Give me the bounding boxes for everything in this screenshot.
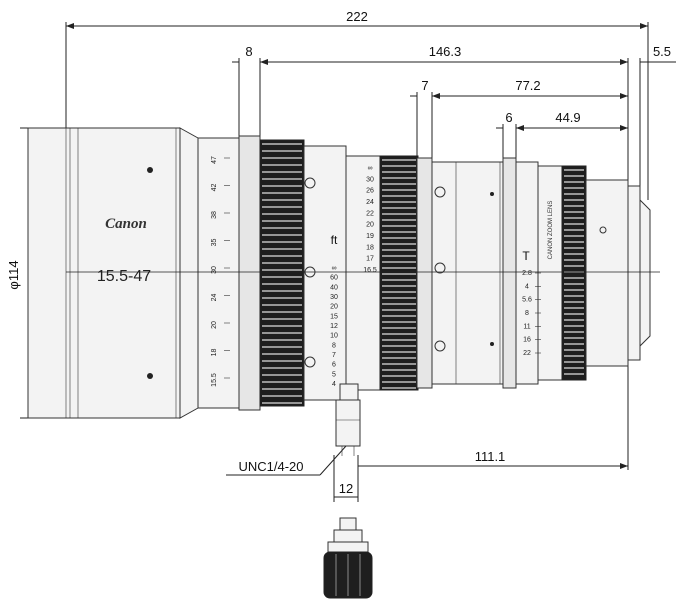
dim-ring-8: 8 [245,44,252,59]
scale-label: 30 [330,294,338,301]
scale-label: ∞ [332,265,337,272]
scale-label: 26 [366,188,374,195]
dim-diameter: φ114 [6,260,21,289]
screw-head-icon [304,266,316,278]
dim-grip-12: 12 [339,481,353,496]
dimension-labels: 222 8 146.3 5.5 7 77.2 6 44.9 φ114 111.1… [6,9,671,496]
grip-upper-block [339,383,359,401]
screw-head-icon [434,340,446,352]
focus-grip-ring [379,155,419,391]
dim-mount-5-5: 5.5 [653,44,671,59]
scale-label: 20 [366,222,374,229]
screw-head-icon [147,373,153,379]
ring-8 [238,135,261,411]
dim-ring-7: 7 [421,78,428,93]
brand-logo-text: Canon [105,216,147,232]
dim-thread: UNC1/4-20 [238,459,303,474]
dim-ring-6: 6 [505,110,512,125]
screw-head-icon [304,356,316,368]
front-barrel [27,127,181,419]
screw-head-icon [490,192,494,196]
scale-label: 24 [211,294,218,302]
scale-label: 6 [332,362,336,369]
focus-scale-secondary: ∞ 30 26 24 22 20 19 18 17 16.5 [363,165,377,274]
screws [147,167,607,379]
scale-label: 7 [332,352,336,359]
scale-label: 17 [366,256,374,263]
scale-label: 8 [332,342,336,349]
scale-label: 60 [330,275,338,282]
scale-label: 20 [211,321,218,329]
iris-scale: 2.8 4 5.6 8 11 16 22 [522,270,541,357]
ring-7 [416,157,433,389]
scale-label: 16.5 [363,267,377,274]
scale-label: 5.6 [522,297,532,304]
scale-label: 15.5 [211,373,218,387]
front-taper [179,127,199,419]
model-label-band [537,165,563,381]
scale-label: 12 [330,323,338,330]
mount-flange [627,185,641,361]
scale-label: 24 [366,199,374,206]
dim-44: 44.9 [555,110,580,125]
model-text: CANON ZOOM LENS [548,201,554,260]
scale-label: 35 [211,239,218,247]
dim-111: 111.1 [475,449,506,464]
dim-overall-length: 222 [346,9,368,24]
scale-label: 30 [366,176,374,183]
dim-146: 146.3 [429,44,462,59]
scale-label: 4 [525,283,529,290]
scale-label: 16 [523,337,531,344]
lens-body [27,127,660,419]
ring-6 [502,157,517,389]
scale-label: 47 [211,156,218,164]
grip-knob-icon [323,517,373,599]
scale-label: 18 [366,244,374,251]
iris-unit-label: T [522,249,530,263]
scale-label: 19 [366,233,374,240]
scale-label: 30 [211,266,218,274]
scale-label: 42 [211,184,218,192]
scale-label: 38 [211,211,218,219]
grip-lower-block [335,399,361,447]
scale-label: 8 [525,310,529,317]
screw-head-icon [599,226,607,234]
scale-label: 2.8 [522,270,532,277]
focus-unit-label: ft [331,233,338,247]
scale-label: 4 [332,381,336,388]
scale-label: ∞ [368,165,373,172]
zoom-scale: 47 42 38 35 30 24 20 18 15.5 [211,156,230,387]
scale-label: 22 [366,210,374,217]
screw-head-icon [434,186,446,198]
scale-label: 5 [332,371,336,378]
scale-label: 22 [523,350,531,357]
support-grip [335,383,361,456]
scale-label: 11 [523,323,530,330]
screw-head-icon [490,342,494,346]
dim-77: 77.2 [515,78,540,93]
screw-head-icon [147,167,153,173]
mid-section [303,145,347,401]
rear-barrel [585,179,629,367]
scale-label: 40 [330,284,338,291]
scale-label: 10 [330,333,338,340]
scale-label: 20 [330,304,338,311]
focus-scale: ∞ 60 40 30 20 15 12 10 8 7 6 5 4 [330,265,338,388]
scale-label: 18 [211,349,218,357]
scale-label: 15 [330,313,338,320]
focal-range-label: 15.5-47 [97,268,151,285]
screw-head-icon [304,177,316,189]
zoom-scale-section [197,137,241,409]
zoom-grip-ring [259,139,305,407]
mount-pins [639,198,651,348]
iris-grip-ring [561,165,587,381]
screw-head-icon [434,262,446,274]
